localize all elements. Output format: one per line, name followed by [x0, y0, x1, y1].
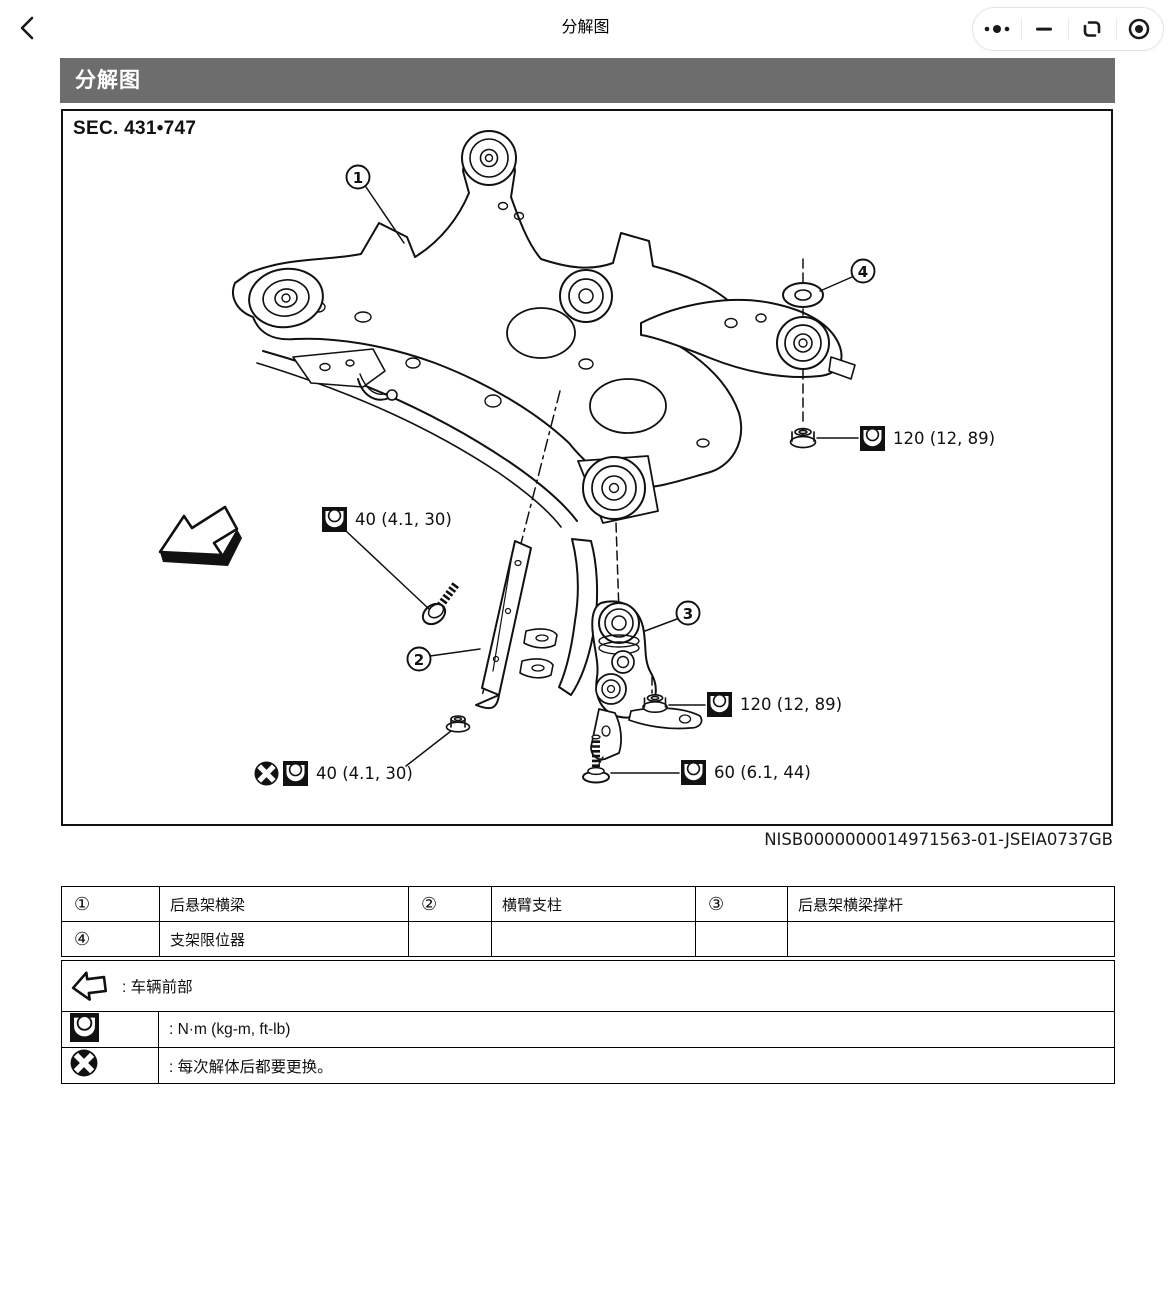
replace-x-icon	[255, 762, 279, 786]
back-button[interactable]	[12, 12, 44, 44]
callout-markers: 1 2 3 4	[345, 164, 876, 672]
part-label: 后悬架横梁撑杆	[787, 886, 1115, 922]
legend-front-label: : 车辆前部	[122, 979, 193, 996]
part-number: ①	[61, 886, 160, 922]
torque-icon	[283, 761, 308, 786]
torque-value-replace-nut: 40 (4.1, 30)	[316, 764, 413, 783]
target-icon	[1129, 18, 1150, 40]
window-controls	[972, 7, 1164, 51]
window-title: 分解图	[561, 19, 610, 36]
callout-2: 2	[414, 651, 424, 669]
legend-table: : 车辆前部 : N·m (kg-m, ft-lb) : 每次解体后都要更换。	[61, 960, 1115, 1084]
section-code: SEC. 431•747	[73, 118, 197, 139]
torque-value-lower-bolt: 60 (6.1, 44)	[714, 763, 811, 782]
parts-row-2: ④ 支架限位器	[61, 921, 1115, 957]
minimize-button[interactable]	[1020, 8, 1069, 50]
replace-x-icon	[70, 1049, 98, 1077]
figure-id: NISB0000000014971563-01-JSEIA0737GB	[764, 830, 1113, 849]
part-number	[695, 921, 788, 957]
front-arrow-icon	[70, 969, 108, 1003]
parts-table: ① 后悬架横梁 ② 横臂支柱 ③ 后悬架横梁撑杆 ④ 支架限位器	[61, 886, 1115, 957]
torque-labels: 40 (4.1, 30) 120 (12, 89) 120 (12, 89) 6…	[255, 426, 995, 786]
legend-row-replace: : 每次解体后都要更换。	[61, 1048, 1115, 1084]
exploded-view-figure: SEC. 431•747	[61, 109, 1113, 826]
legend-row-front: : 车辆前部	[61, 960, 1115, 1012]
maximize-restore-button[interactable]	[1068, 8, 1116, 50]
title-bar: 分解图	[0, 0, 1171, 56]
torque-icon	[681, 760, 706, 785]
torque-value-upper-bolt: 40 (4.1, 30)	[355, 510, 452, 529]
callout-4: 4	[858, 263, 868, 281]
back-chevron-icon	[20, 16, 34, 40]
callout-1: 1	[353, 169, 363, 187]
torque-icon	[707, 692, 732, 717]
minimize-icon	[1036, 27, 1053, 31]
legend-replace-label: : 每次解体后都要更换。	[169, 1058, 333, 1076]
part-label: 后悬架横梁	[159, 886, 409, 922]
parts-row-1: ① 后悬架横梁 ② 横臂支柱 ③ 后悬架横梁撑杆	[61, 886, 1115, 922]
more-dots-icon	[984, 25, 1010, 33]
more-options-button[interactable]	[973, 8, 1021, 50]
part-number: ③	[695, 886, 788, 922]
callout-3: 3	[683, 605, 693, 623]
part-label	[787, 921, 1115, 957]
part-number: ④	[61, 921, 160, 957]
restore-icon	[1083, 21, 1101, 37]
close-circle-button[interactable]	[1115, 8, 1164, 50]
torque-icon	[860, 426, 885, 451]
suspension-member-diagram: 1 2 3 4 40 (4.1, 30) 120 (12, 89) 120 (1…	[158, 130, 995, 824]
part-label: 横臂支柱	[491, 886, 696, 922]
torque-icon	[70, 1012, 99, 1042]
torque-value-mid-nut: 120 (12, 89)	[740, 695, 842, 714]
part-label	[491, 921, 696, 957]
page-title: 分解图	[60, 58, 1115, 103]
part-number: ②	[408, 886, 492, 922]
legend-row-torque: : N·m (kg-m, ft-lb)	[61, 1011, 1115, 1048]
torque-icon	[322, 507, 347, 532]
torque-value-right-nut: 120 (12, 89)	[893, 429, 995, 448]
part-number	[408, 921, 492, 957]
part-label: 支架限位器	[159, 921, 409, 957]
legend-torque-label: : N·m (kg-m, ft-lb)	[169, 1020, 291, 1038]
